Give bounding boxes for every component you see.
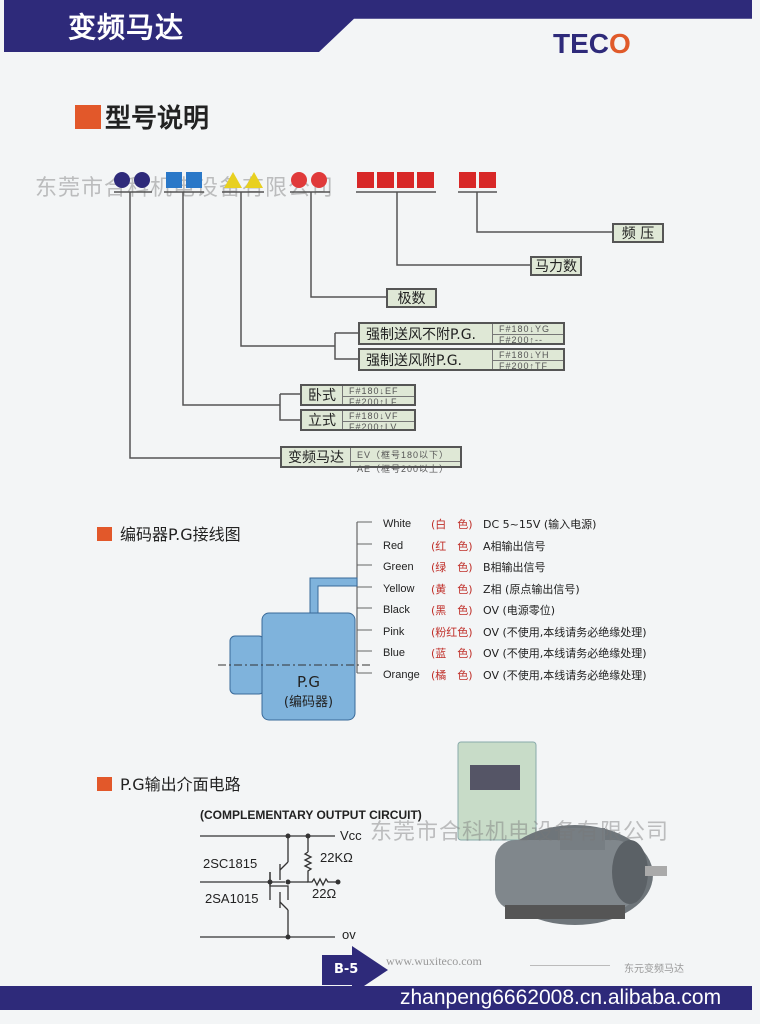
vcc-label: Vcc [340, 828, 362, 843]
wire-row: Yellow(黄 色)Z相 (原点输出信号) [383, 582, 580, 596]
wire-list: White(白 色)DC 5~15V (输入电源) Red(红 色)A相输出信号… [383, 514, 647, 686]
circuit-section-title: P.G输出介面电路 [97, 771, 241, 795]
wire-row: Pink(粉红色)OV (不使用,本线请务必绝缘处理) [383, 625, 647, 639]
wire-row: Orange(橘 色)OV (不使用,本线请务必绝缘处理) [383, 668, 647, 682]
footer-banner: zhanpeng6662008.cn.alibaba.com [400, 986, 722, 1009]
code-symbols [114, 172, 496, 188]
square-bullet-icon [97, 527, 112, 541]
page-arrow [322, 946, 388, 994]
transistor-npn-label: 2SC1815 [203, 856, 258, 871]
footer-bar [0, 986, 752, 1010]
wire-row: Green(绿 色)B相输出信号 [383, 561, 546, 574]
resistor-22k-label: 22KΩ [320, 850, 353, 865]
page-number: B-5 [334, 962, 359, 977]
encoder-label: P.G(编码器) [283, 673, 334, 710]
header-title: 变频马达 [68, 11, 185, 44]
watermark: 东莞市合科机电设备有限公司 [35, 176, 335, 201]
wire-row: Blue(蓝 色)OV (不使用,本线请务必绝缘处理) [383, 647, 647, 660]
footer-small-text: 东元变频马达 [624, 964, 684, 975]
circuit-subtitle: (COMPLEMENTARY OUTPUT CIRCUIT) [200, 808, 422, 822]
leader-lines [114, 191, 612, 459]
footer-divider [530, 965, 610, 966]
wire-row: Black(黑 色)OV (电源零位) [383, 604, 556, 617]
transistor-pnp-label: 2SA1015 [205, 891, 259, 906]
square-bullet-icon [97, 777, 112, 791]
watermark: 东莞市合科机电设备有限公司 [370, 820, 670, 845]
teco-logo: TECO [553, 28, 631, 59]
encoder-drawing [218, 521, 372, 721]
product-photo [457, 741, 667, 925]
label-poles: 极数 [386, 288, 437, 308]
wire-row: Red(红 色)A相输出信号 [383, 539, 546, 553]
wire-row: White(白 色)DC 5~15V (输入电源) [383, 518, 597, 531]
label-horsepower: 马力数 [530, 256, 582, 276]
resistor-22-label: 22Ω [312, 886, 337, 901]
pg-section-title: 编码器P.G接线图 [97, 521, 241, 545]
model-section-title: 型号说明 [75, 98, 209, 135]
footer-url: www.wuxiteco.com [386, 954, 482, 968]
label-voltage: 频 压 [612, 223, 664, 243]
ground-label: ov [342, 927, 356, 942]
square-bullet-icon [75, 105, 101, 129]
